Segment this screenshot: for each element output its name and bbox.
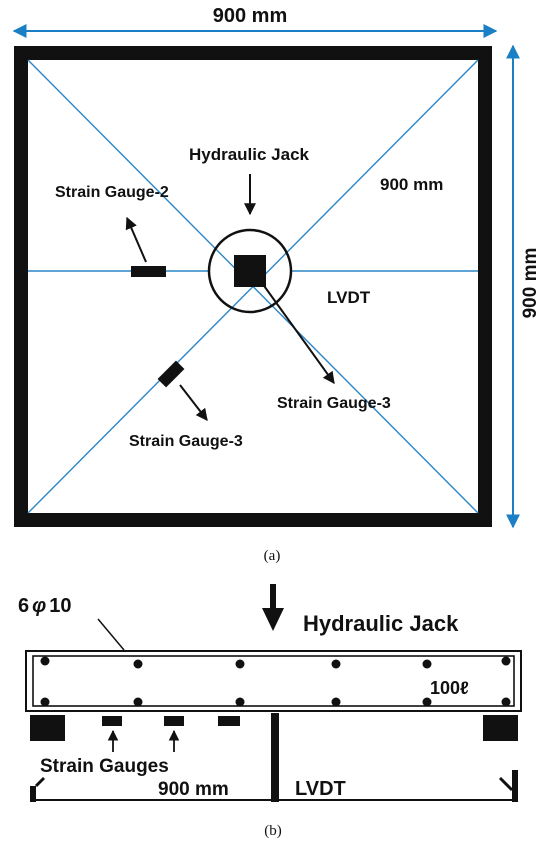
caption-a: (a) xyxy=(264,548,281,564)
rebar-dot xyxy=(235,697,245,707)
right-support-block xyxy=(483,715,518,741)
top-dimension-label: 900 mm xyxy=(213,5,288,27)
base-frame-right-leg xyxy=(512,770,518,802)
rebar-dot xyxy=(40,656,50,666)
rebar-count: 6 xyxy=(18,595,29,617)
strain-gauge-3-left-arrow xyxy=(179,384,208,421)
lvdt-post xyxy=(271,713,279,802)
base-frame-left-leg xyxy=(30,786,36,802)
rebar-dot xyxy=(133,659,143,669)
strain-gauge-b xyxy=(164,716,184,726)
strain-gauge-2-arrow xyxy=(125,216,147,263)
left-support-block xyxy=(30,715,65,741)
strain-gauge-3-left xyxy=(157,360,185,388)
hydraulic-jack-arrow-b-head xyxy=(262,608,284,631)
rebar-phi: φ xyxy=(32,595,46,617)
slab-outline xyxy=(25,650,522,712)
rebar-dot xyxy=(235,659,245,669)
base-frame-left-brace xyxy=(34,776,46,788)
strain-gauge-3-right-arrow xyxy=(261,282,335,384)
lvdt-label-b: LVDT xyxy=(295,778,346,800)
rebar-diameter: 10 xyxy=(49,595,71,617)
panel-a-plan-view: 900 mm 900 mm Hydraulic Jack 900 mm Stra… xyxy=(12,5,541,564)
span-label: 900 mm xyxy=(158,779,229,800)
rebar-dot xyxy=(133,697,143,707)
strain-gauge-b xyxy=(102,716,122,726)
strain-gauge-3-right-label: Strain Gauge-3 xyxy=(277,395,391,412)
lvdt-label-a: LVDT xyxy=(327,288,371,307)
rebar-dot xyxy=(331,697,341,707)
jack-plate xyxy=(234,255,266,287)
caption-b: (b) xyxy=(264,823,282,839)
strain-gauge-2-label: Strain Gauge-2 xyxy=(55,184,169,201)
slab-thickness-label: 100ℓ xyxy=(430,678,469,698)
strain-gauge-b xyxy=(218,716,240,726)
rebar-dot xyxy=(331,659,341,669)
hydraulic-jack-label-b: Hydraulic Jack xyxy=(303,611,459,636)
rebar-dot xyxy=(422,659,432,669)
rebar-dot xyxy=(501,697,511,707)
rebar-dot xyxy=(40,697,50,707)
diagonal-dimension-label: 900 mm xyxy=(380,175,443,194)
strain-gauge-2 xyxy=(131,266,166,277)
slab-stirrup xyxy=(32,655,515,707)
support-frame xyxy=(14,46,492,527)
strain-gauges-label: Strain Gauges xyxy=(40,756,169,777)
right-dimension-label: 900 mm xyxy=(520,248,541,319)
rebar-leader xyxy=(97,618,125,651)
base-frame-right-brace xyxy=(498,776,514,792)
loading-circle xyxy=(207,228,293,314)
hydraulic-jack-label-a: Hydraulic Jack xyxy=(189,145,310,164)
rebar-dot xyxy=(501,656,511,666)
rebar-dot xyxy=(422,697,432,707)
strain-gauge-3-left-label: Strain Gauge-3 xyxy=(129,433,243,450)
hydraulic-jack-arrow-b-shaft xyxy=(270,584,276,609)
